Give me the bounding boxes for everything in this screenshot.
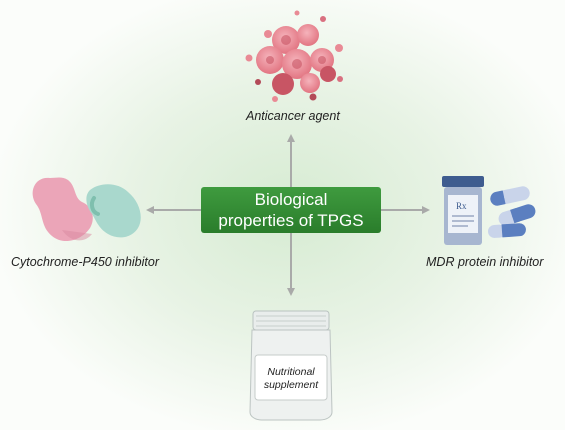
supplement-jar-icon [249,310,333,421]
label-mdr-protein-inhibitor: MDR protein inhibitor [426,255,544,269]
label-cytochrome-p450-inhibitor: Cytochrome-P450 inhibitor [11,255,159,269]
label-nutritional-supplement: Nutritional supplement [257,366,325,392]
enzyme-icon [32,177,141,242]
jar-line2: supplement [263,379,319,391]
rx-label: Rx [456,201,467,211]
pill-bottle-icon: Rx [442,176,484,245]
cancer-cells-icon [245,10,343,102]
center-title-line2: properties of TPGS [218,211,364,230]
center-box: Biological properties of TPGS [201,187,381,233]
arrows [146,134,430,296]
jar-line1: Nutritional [267,366,315,378]
center-title-line1: Biological [254,190,328,209]
capsules-icon [487,186,536,238]
label-anticancer-agent: Anticancer agent [246,109,340,123]
